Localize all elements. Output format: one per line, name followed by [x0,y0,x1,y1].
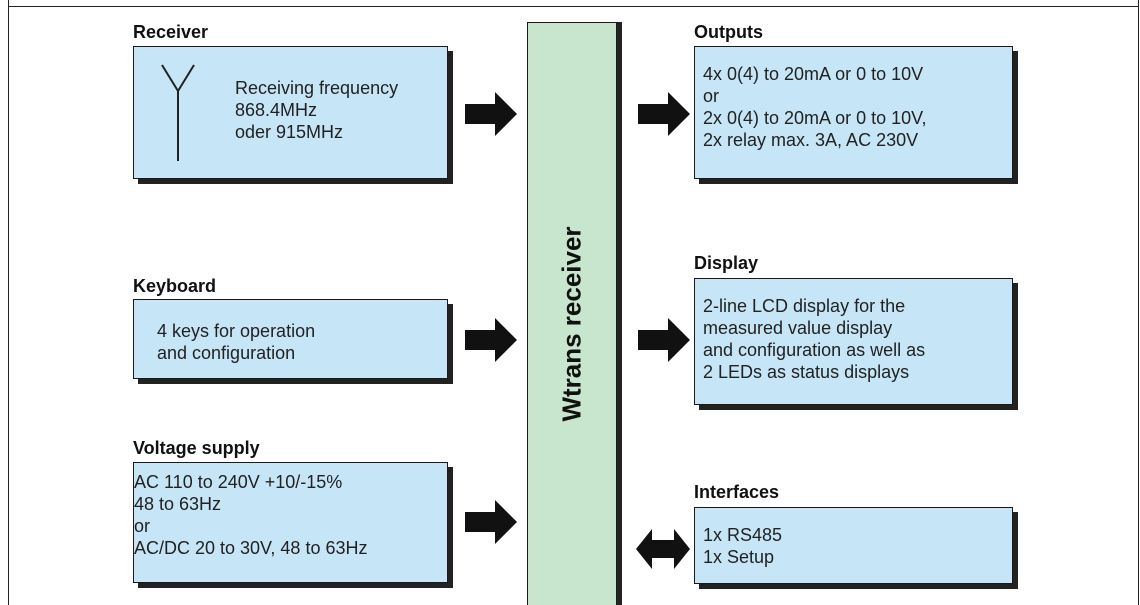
interfaces-line-1: 1x RS485 [703,525,783,545]
voltage-line-4: AC/DC 20 to 30V, 48 to 63Hz [134,538,368,558]
voltage-supply-heading: Voltage supply [133,438,260,458]
keyboard-box: 4 keys for operation and configuration [133,299,448,379]
antenna-icon [161,64,195,161]
display-line-4: 2 LEDs as status displays [703,362,910,382]
receiver-box: Receiving frequency 868.4MHz oder 915MHz [133,46,448,179]
receiver-heading: Receiver [133,22,209,42]
outputs-line-1: 4x 0(4) to 20mA or 0 to 10V [703,64,924,84]
voltage-line-3: or [134,516,151,536]
outputs-line-3: 2x 0(4) to 20mA or 0 to 10V, [703,108,927,128]
receiver-arrow-icon [465,92,517,136]
receiver-line-1: Receiving frequency [235,78,399,98]
display-box: 2-line LCD display for the measured valu… [694,278,1013,405]
voltage-line-2: 48 to 63Hz [134,494,222,514]
diagram-frame [8,0,1139,605]
outputs-heading: Outputs [694,22,763,42]
voltage-supply-box: AC 110 to 240V +10/-15% 48 to 63Hz or AC… [133,462,448,583]
outputs-line-2: or [703,86,720,106]
voltage-line-1: AC 110 to 240V +10/-15% [134,472,343,492]
outputs-arrow-icon [638,92,690,136]
keyboard-arrow-icon [465,318,517,362]
interfaces-heading: Interfaces [694,482,780,502]
keyboard-heading: Keyboard [133,276,217,296]
display-line-1: 2-line LCD display for the [703,296,906,316]
display-line-2: measured value display [703,318,893,338]
display-heading: Display [694,253,759,273]
wtrans-receiver-block [527,22,617,605]
interfaces-box: 1x RS485 1x Setup [694,507,1013,584]
display-arrow-icon [638,318,690,362]
voltage-supply-arrow-icon [465,500,517,544]
receiver-line-2: 868.4MHz [235,100,318,120]
wtrans-receiver-label: Wtrans receiver [556,226,587,422]
outputs-box: 4x 0(4) to 20mA or 0 to 10V or 2x 0(4) t… [694,46,1013,179]
receiver-line-3: oder 915MHz [235,122,344,142]
keyboard-line-1: 4 keys for operation [157,321,316,341]
display-line-3: and configuration as well as [703,340,926,360]
interfaces-line-2: 1x Setup [703,547,775,567]
keyboard-line-2: and configuration [157,343,296,363]
diagram-frame-top [8,6,1139,7]
interfaces-double-arrow-icon [636,529,690,569]
outputs-line-4: 2x relay max. 3A, AC 230V [703,130,919,150]
